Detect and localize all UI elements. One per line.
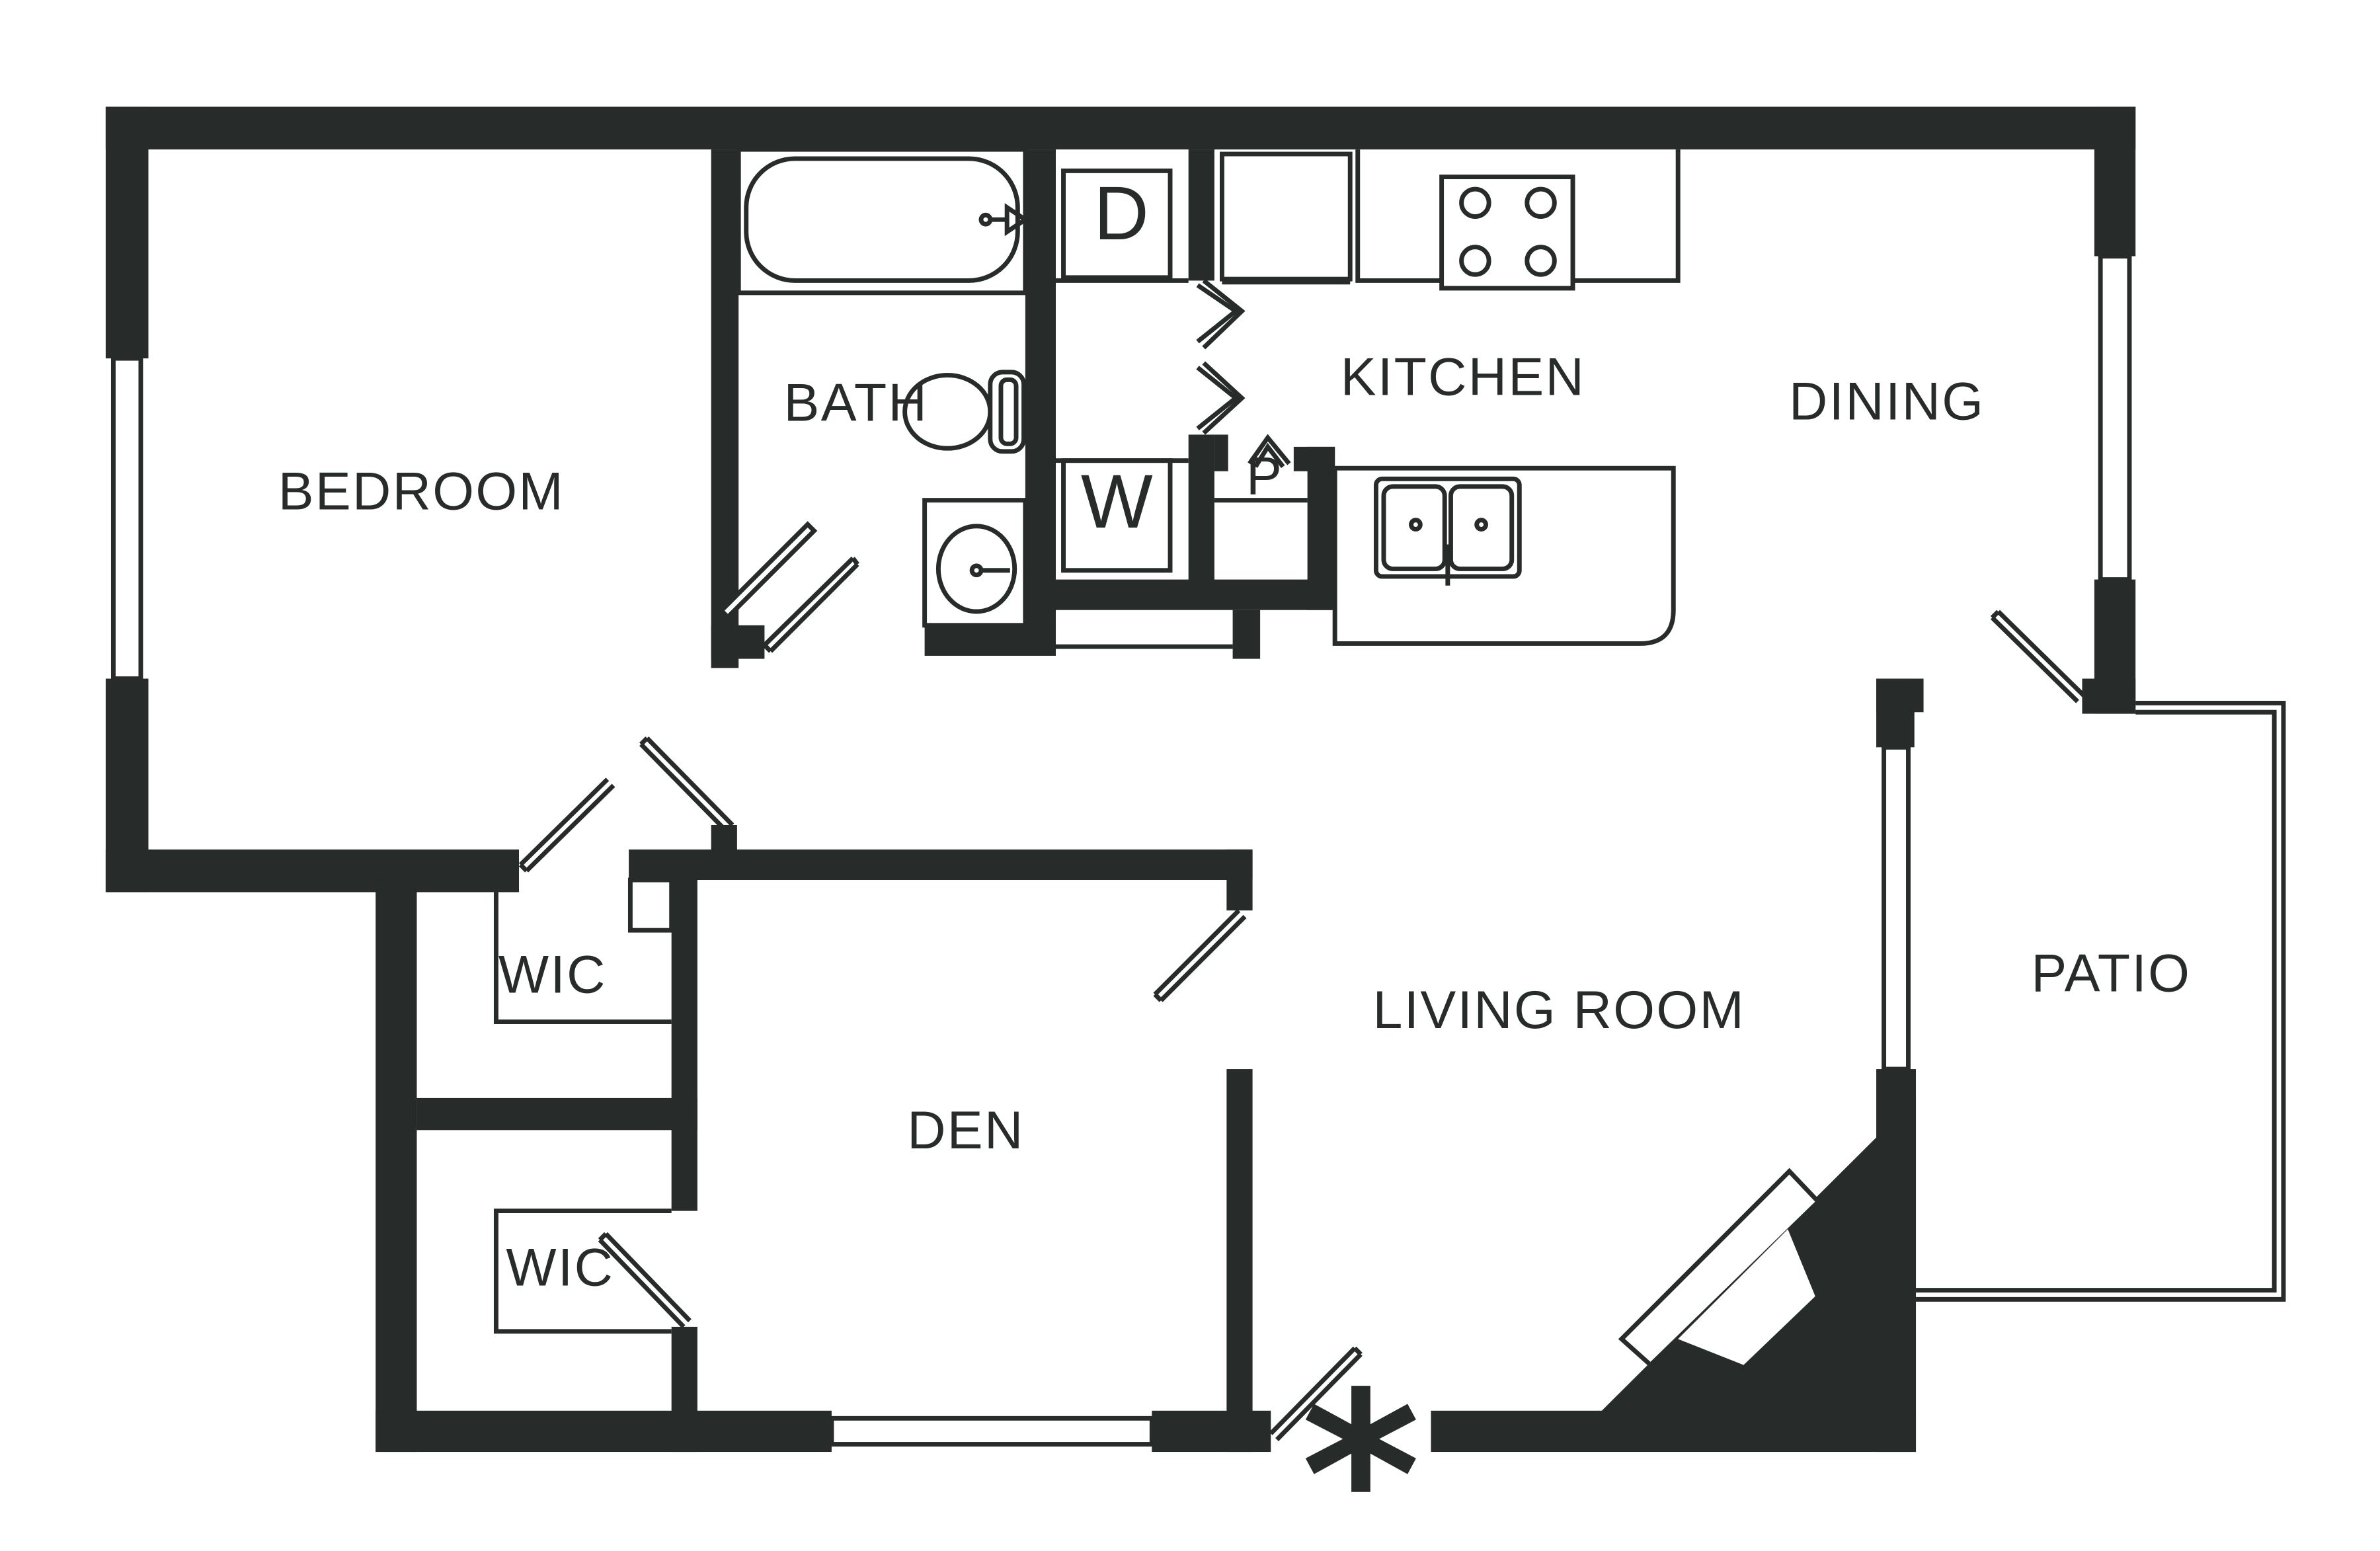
windows [110, 254, 2132, 1447]
fireplace [1618, 1168, 1822, 1369]
dryer-box [1061, 168, 1173, 280]
washer-label: W [1081, 459, 1153, 544]
room-label-kitchen: KITCHEN [1341, 347, 1585, 407]
laundry [1056, 168, 1189, 573]
room-label-patio: PATIO [2031, 943, 2191, 1003]
bath-fixtures [736, 147, 1030, 628]
room-label-dining: DINING [1789, 372, 1985, 431]
room-label-bedroom: BEDROOM [278, 461, 565, 521]
room-label-bath: BATH [784, 374, 929, 433]
room-label-den: DEN [907, 1101, 1024, 1160]
room-label-wic-upper: WIC [498, 945, 607, 1005]
dryer-label: D [1094, 171, 1149, 256]
kitchen-fixtures [1373, 175, 1575, 586]
pantry-label: P [1246, 446, 1283, 506]
counters-and-closets [493, 149, 2286, 1334]
entry-marker: * [1301, 1343, 1421, 1551]
walls [105, 106, 2136, 1452]
room-label-living-room: LIVING ROOM [1372, 980, 1745, 1040]
room-label-wic-lower: WIC [506, 1238, 614, 1298]
room-labels: BEDROOM BATH KITCHEN DINING LIVING ROOM … [278, 171, 2191, 1551]
doors [518, 278, 2086, 1442]
